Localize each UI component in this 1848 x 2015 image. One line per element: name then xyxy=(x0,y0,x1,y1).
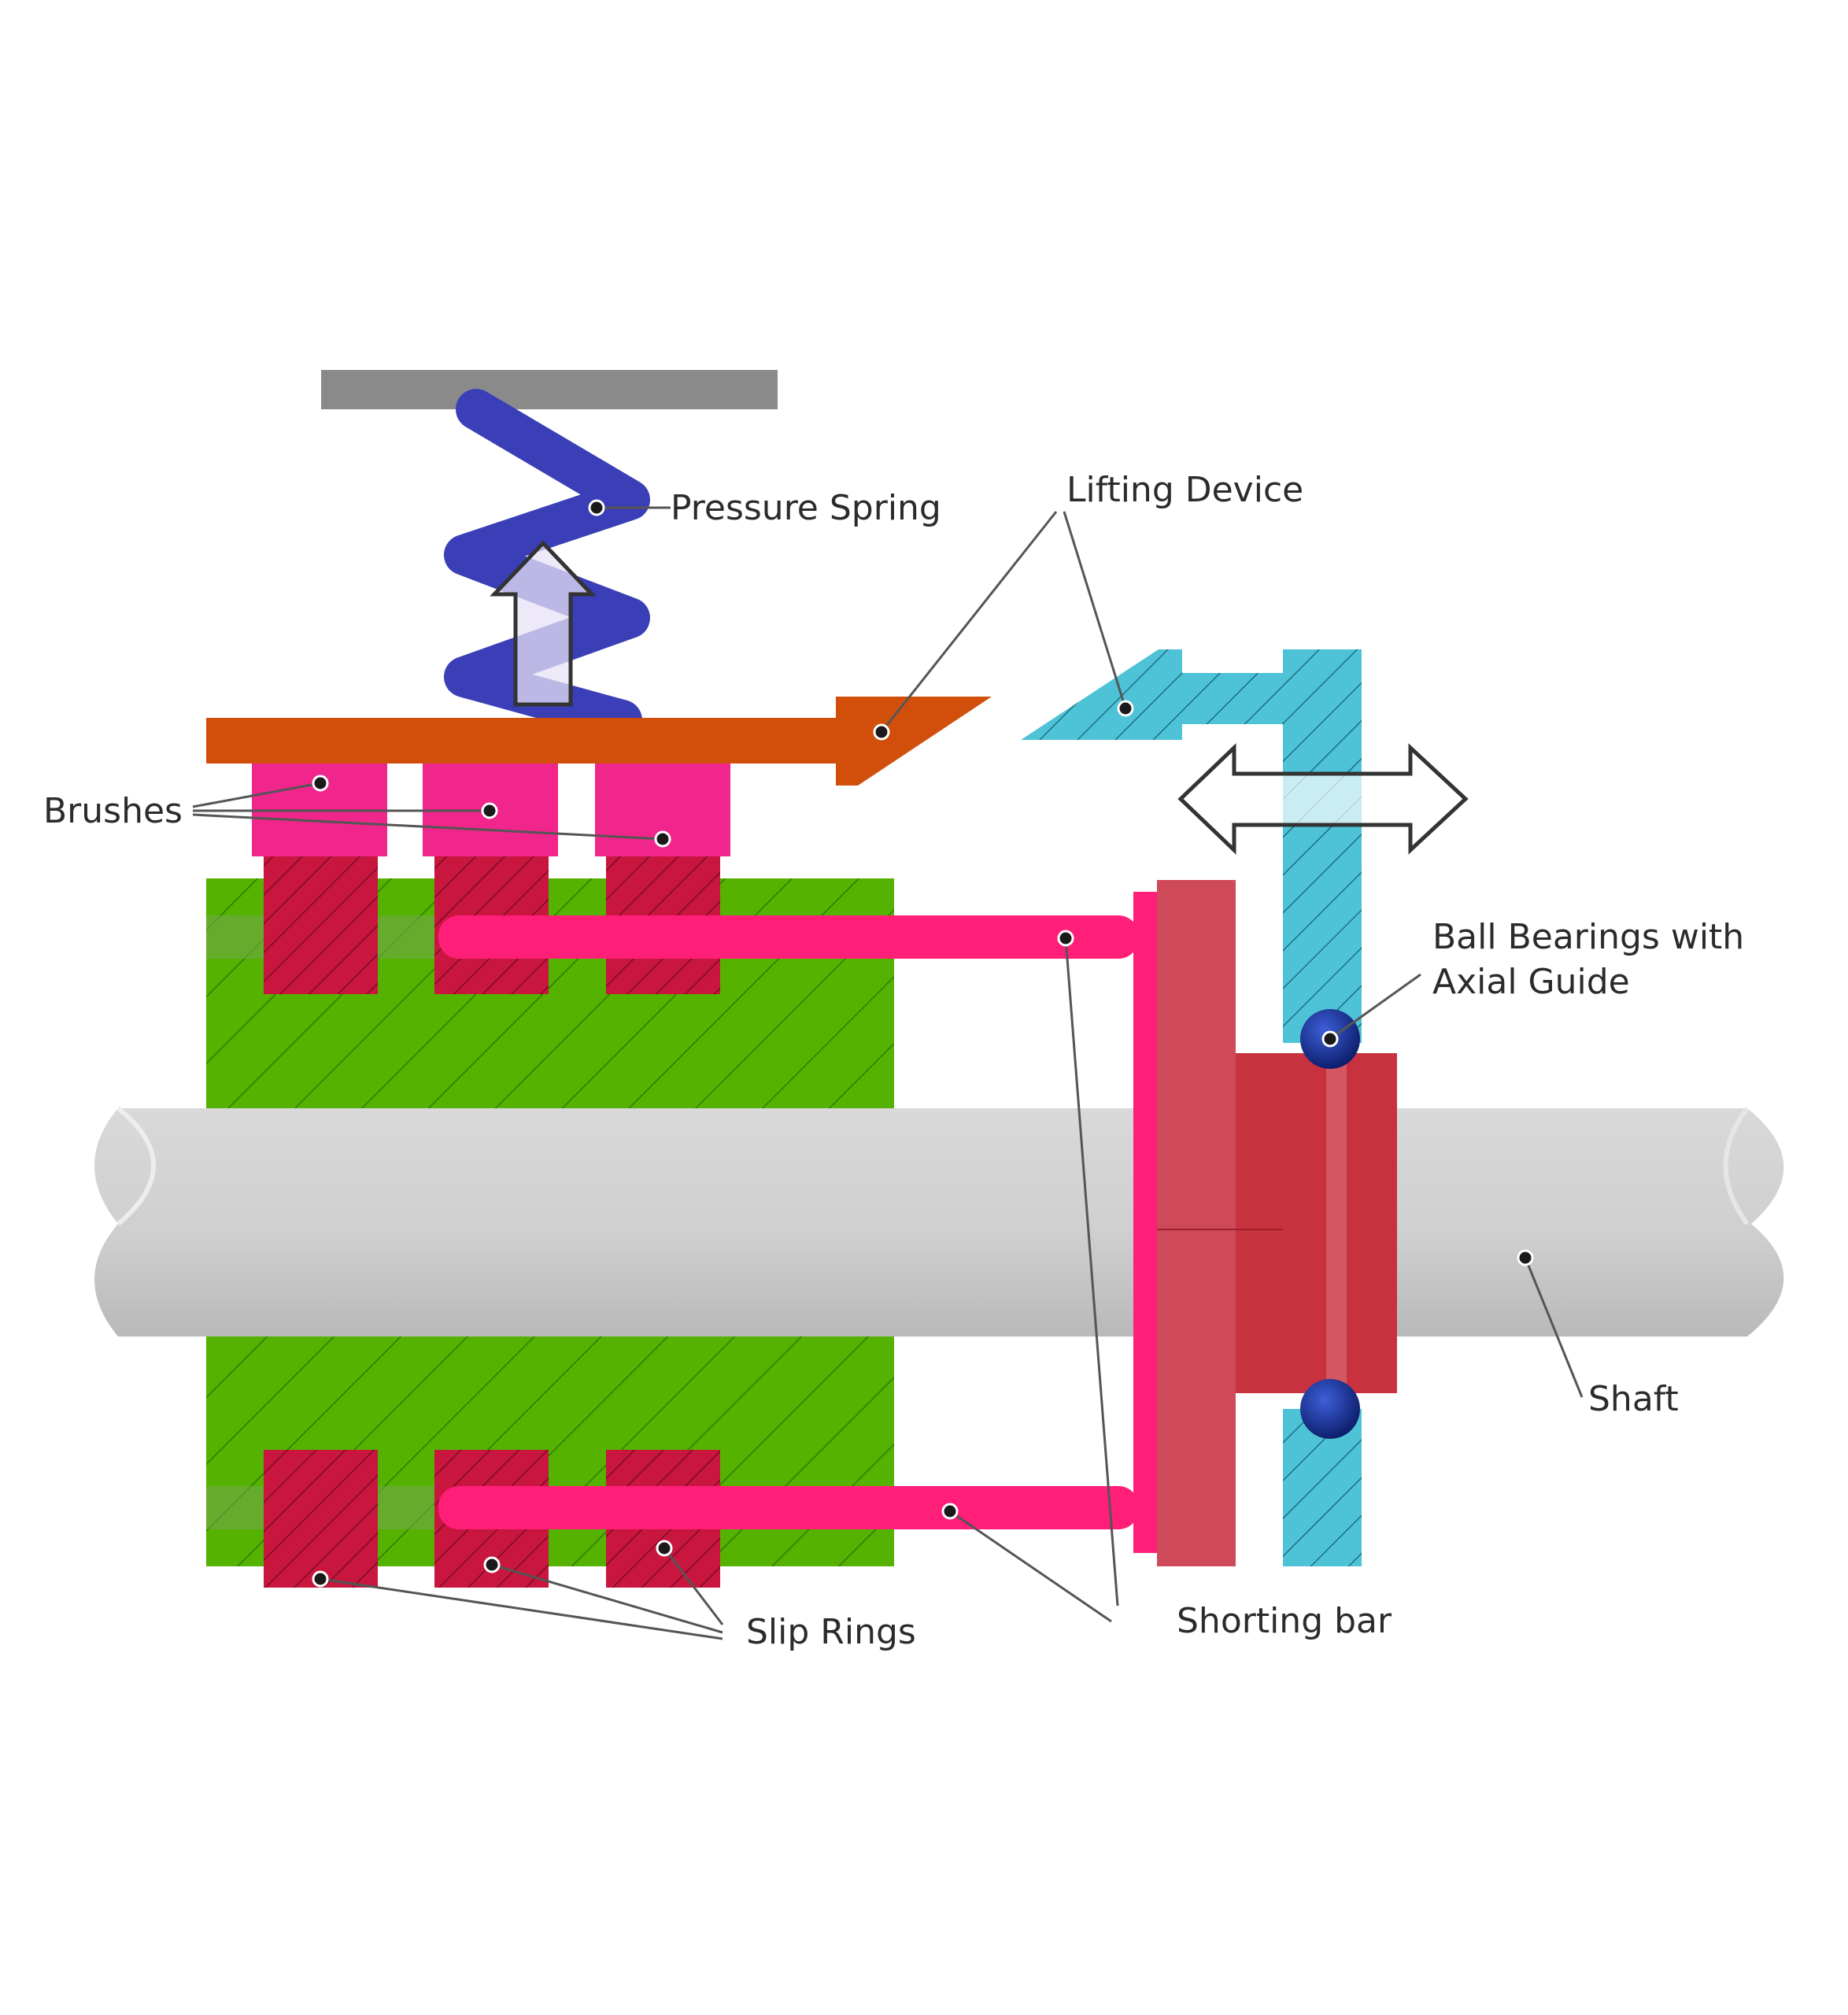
label-shaft: Shaft xyxy=(1588,1379,1679,1419)
lever-arm xyxy=(206,697,992,786)
leader-lines xyxy=(192,506,1584,1640)
collar-groove xyxy=(1326,1053,1347,1393)
marker-dots xyxy=(312,499,1534,1588)
shaft xyxy=(94,1108,1784,1337)
label-ball-bearings-line2: Axial Guide xyxy=(1432,962,1630,1002)
label-lifting-device: Lifting Device xyxy=(1066,470,1303,510)
lift-up-arrow xyxy=(490,540,597,707)
collar-hub xyxy=(1236,1053,1397,1393)
collar-flange xyxy=(1157,880,1236,1566)
label-slip-rings: Slip Rings xyxy=(746,1612,916,1652)
top-support-bar xyxy=(321,370,778,409)
shorting-bar-plate xyxy=(1133,892,1157,1553)
shorting-bar-lower-rod xyxy=(438,1486,1139,1529)
shorting-bar-upper-rod xyxy=(438,915,1139,959)
ball-bearing-lower xyxy=(1300,1379,1360,1439)
label-ball-bearings-line1: Ball Bearings with xyxy=(1432,917,1744,957)
label-brushes: Brushes xyxy=(43,791,183,831)
axial-movement-arrow xyxy=(1177,743,1469,855)
label-shorting-bar: Shorting bar xyxy=(1177,1601,1392,1641)
label-pressure-spring: Pressure Spring xyxy=(671,488,941,528)
